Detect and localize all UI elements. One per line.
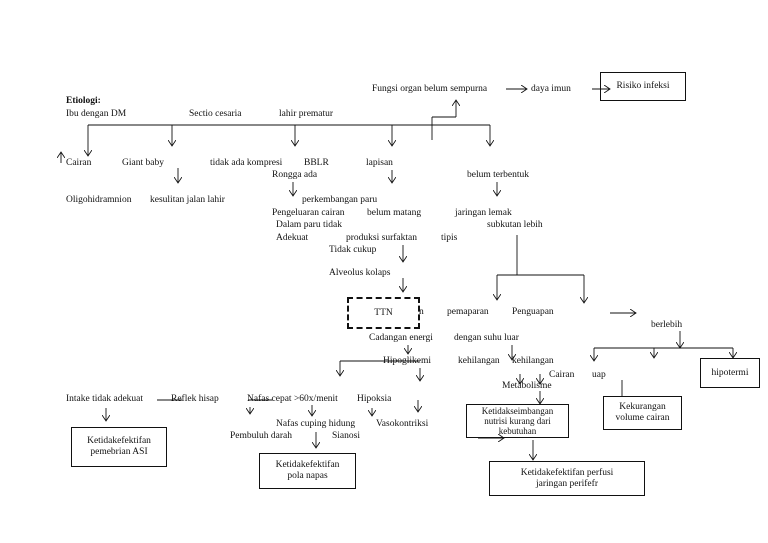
node-dalam-paru: Dalam paru tidak: [276, 220, 342, 230]
node-cairan: Cairan: [66, 158, 92, 168]
node-nafas-cepat: Nafas cepat >60x/menit: [247, 394, 338, 404]
node-giant-baby: Giant baby: [122, 158, 164, 168]
node-sianosi: Sianosi: [332, 431, 360, 441]
diagnosis-asi: Ketidakefektifan pemebrian ASI: [71, 427, 167, 467]
diagnosis-pola-napas-line2: pola napas: [287, 471, 328, 481]
node-subkutan: subkutan lebih: [487, 220, 543, 230]
node-reflek-hisap: Reflek hisap: [171, 394, 219, 404]
node-jaringan-lemak: jaringan lemak: [455, 208, 512, 218]
node-rongga-ada: Rongga ada: [272, 170, 318, 180]
node-alveolus: Alveolus kolaps: [329, 268, 391, 278]
node-pengeluaran-cairan: Pengeluaran cairan: [272, 208, 345, 218]
diagnosis-perfusi: Ketidakefektifan perfusi jaringan perife…: [489, 461, 645, 496]
node-oligohidramnion: Oligohidramnion: [66, 195, 132, 205]
diagnosis-hipotermi-label: hipotermi: [711, 367, 749, 378]
diagnosis-volume-line1: Kekurangan: [619, 402, 666, 412]
diagnosis-asi-line2: pemebrian ASI: [90, 447, 148, 457]
node-sectio: Sectio cesaria: [189, 109, 242, 119]
node-ibu-dm: Ibu dengan DM: [66, 109, 127, 119]
diagnosis-risiko-infeksi-label: Risiko infeksi: [616, 81, 670, 91]
node-perkembangan-paru: perkembangan paru: [302, 195, 378, 205]
node-adekuat: Adekuat: [276, 233, 309, 243]
node-ttn: TTN: [347, 297, 420, 329]
diagnosis-pola-napas: Ketidakefektifan pola napas: [259, 453, 356, 489]
node-tidak-kompresi: tidak ada kompresi: [210, 158, 283, 168]
node-fungsi-organ: Fungsi organ belum sempurna: [372, 84, 488, 94]
node-tipis: tipis: [441, 233, 458, 243]
node-berlebih: berlebih: [651, 320, 683, 330]
diagnosis-nutrisi-line3: kebutuhan: [498, 426, 537, 436]
node-cairan-2: Cairan: [549, 370, 575, 380]
diagnosis-perfusi-line2: jaringan perifefr: [536, 478, 598, 489]
node-hipoglikemi: Hipoglikemi: [383, 356, 432, 366]
diagnosis-nutrisi-line2: nutrisi kurang dari: [484, 416, 551, 426]
node-pembuluh-darah: Pembuluh darah: [230, 431, 293, 441]
node-intake: Intake tidak adekuat: [66, 394, 144, 404]
node-belum-terbentuk: belum terbentuk: [467, 170, 529, 180]
node-daya-imun: daya imun: [531, 84, 571, 94]
node-kehilangan-2: kehilangan: [512, 356, 554, 366]
node-hipoksia: Hipoksia: [357, 394, 392, 404]
node-kehilangan-1: kehilangan: [458, 356, 500, 366]
diagnosis-pola-napas-line1: Ketidakefektifan: [275, 460, 340, 470]
diagnosis-risiko-infeksi: Risiko infeksi: [600, 72, 686, 101]
node-penguapan: Penguapan: [512, 307, 554, 317]
node-bblr: BBLR: [304, 158, 329, 168]
diagnosis-volume-cairan: Kekurangan volume cairan: [603, 396, 682, 430]
node-tidak-cukup: Tidak cukup: [329, 245, 377, 255]
node-suhu-luar: dengan suhu luar: [454, 333, 519, 343]
diagnosis-asi-line1: Ketidakefektifan: [87, 436, 151, 446]
node-kesulitan: kesulitan jalan lahir: [150, 195, 225, 205]
node-uap: uap: [592, 370, 606, 380]
node-vasokontriksi: Vasokontriksi: [376, 419, 429, 429]
node-lapisan: lapisan: [366, 158, 393, 168]
node-ttn-label: TTN: [374, 307, 393, 318]
diagnosis-volume-line2: volume cairan: [615, 413, 670, 423]
node-cadangan: Cadangan energi: [369, 333, 433, 343]
node-prematur: lahir prematur: [279, 109, 334, 119]
node-belum-matang: belum matang: [367, 208, 422, 218]
node-metabolisme: Metabolisme: [502, 381, 552, 391]
diagnosis-nutrisi-line1: Ketidakseimbangan: [481, 406, 554, 416]
diagnosis-nutrisi: Ketidakseimbangan nutrisi kurang dari ke…: [466, 404, 569, 438]
node-nafas-cuping: Nafas cuping hidung: [276, 419, 356, 429]
etiologi-heading: Etiologi:: [66, 96, 101, 106]
node-produksi-surfaktan: produksi surfaktan: [346, 233, 417, 243]
node-n-fragment: n: [419, 307, 424, 317]
node-pemaparan: pemaparan: [447, 307, 489, 317]
diagnosis-hipotermi: hipotermi: [700, 358, 760, 388]
diagnosis-perfusi-line1: Ketidakefektifan perfusi: [520, 467, 614, 478]
